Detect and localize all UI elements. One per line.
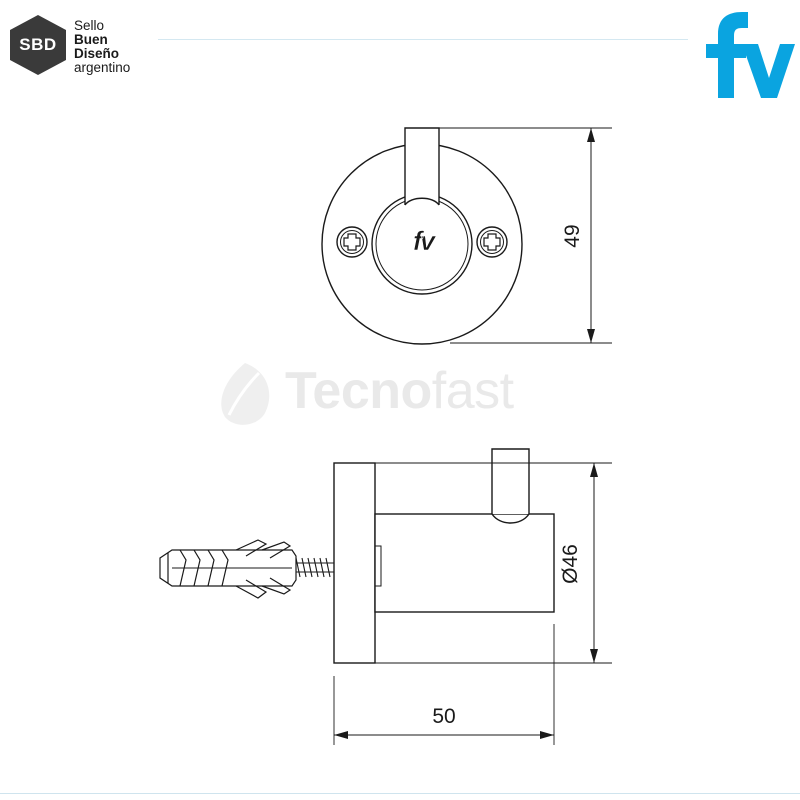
screw-thread	[290, 557, 334, 578]
watermark-text: Tecnofast	[285, 361, 514, 421]
sbd-mark: SBD	[19, 35, 57, 54]
hook-body	[374, 513, 555, 613]
front-view	[321, 127, 612, 345]
leaf-icon	[221, 363, 270, 425]
fv-brand-logo	[706, 12, 795, 98]
sbd-line-1: Sello	[74, 18, 105, 33]
hook-base-arc	[404, 197, 440, 206]
dimension-height-label: 49	[561, 224, 584, 248]
watermark-part-2: fast	[431, 362, 514, 420]
rosette-plate	[333, 462, 376, 664]
cap-fv-logo: fv	[412, 226, 436, 257]
body-step	[374, 545, 382, 587]
sbd-wordmark: Sello Buen Diseño argentino	[74, 19, 130, 75]
screw-right-icon	[476, 226, 508, 258]
hook-arm-side	[491, 448, 530, 514]
screw-left-icon	[336, 226, 368, 258]
hook-arm	[404, 127, 440, 205]
footer-rule	[0, 793, 800, 794]
sbd-line-4: argentino	[74, 60, 131, 75]
dimension-diameter-label: Ø46	[559, 544, 582, 584]
sbd-line-3: Diseño	[74, 46, 120, 61]
wall-plug-icon	[159, 539, 297, 599]
sbd-line-2: Buen	[74, 32, 108, 47]
sello-buen-diseno-logo: SBD Sello Buen Diseño argentino	[8, 14, 158, 75]
watermark-part-1: Tecno	[285, 362, 432, 420]
side-view	[159, 448, 612, 745]
tecnofast-watermark: Tecnofast	[215, 357, 595, 437]
dim-arrows-side	[334, 463, 598, 739]
dimension-length-label: 50	[432, 705, 456, 728]
dim-49-arrows	[587, 128, 595, 343]
hook-arm-end	[491, 513, 530, 524]
hexagon-icon	[10, 15, 66, 75]
header-rule-left	[158, 39, 688, 40]
